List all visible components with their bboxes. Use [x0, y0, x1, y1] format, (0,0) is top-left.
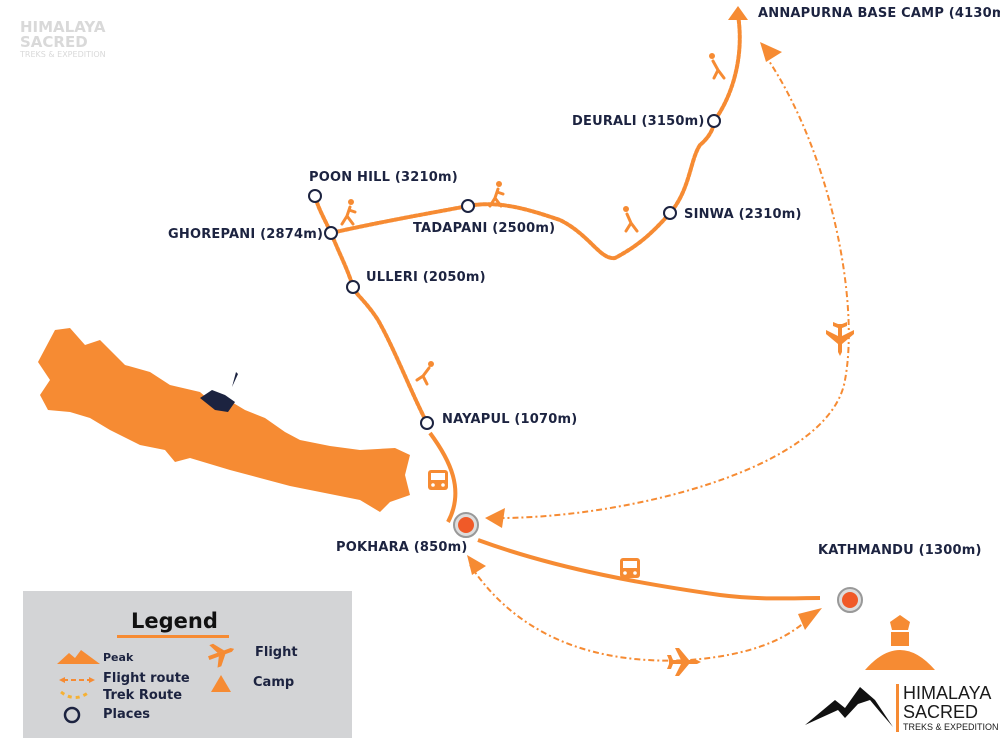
legend-label-camp: Camp: [253, 675, 295, 690]
legend-label-places: Places: [103, 707, 151, 722]
watermark-line1: HIMALAYA: [20, 18, 106, 36]
logo-line3: TREKS & EXPEDITION: [903, 722, 999, 732]
hiker-icon: [488, 181, 505, 208]
bus-icon: [428, 470, 448, 490]
hiker-icon: [340, 199, 357, 226]
label-poonhill: POON HILL (3210m): [309, 170, 458, 185]
camp-icon: [211, 675, 231, 692]
hiker-icon: [415, 361, 434, 386]
label-abc: ANNAPURNA BASE CAMP (4130m): [758, 6, 1000, 21]
place-marker-tadapani: [461, 199, 475, 213]
watermark-line3: TREKS & EXPEDITION: [20, 50, 106, 59]
place-marker-poonhill: [308, 189, 322, 203]
label-pokhara: POKHARA (850m): [336, 540, 468, 555]
nepal-map: [38, 328, 410, 512]
legend-label-flight: Flight: [255, 645, 298, 660]
place-marker-sinwa: [663, 206, 677, 220]
arrowhead-icon: [467, 555, 486, 575]
road-pokhara-kathmandu: [477, 538, 821, 601]
place-marker-deurali: [707, 114, 721, 128]
legend-label-flight-route: Flight route: [103, 671, 190, 686]
arrowhead-icon: [760, 42, 782, 62]
stupa-icon: [865, 615, 935, 670]
legend-underline: [117, 635, 229, 638]
airplane-icon: [826, 322, 854, 356]
place-marker-ghorepani: [324, 226, 338, 240]
watermark-line2: SACRED: [20, 33, 88, 51]
label-tadapani: TADAPANI (2500m): [413, 221, 556, 236]
legend: Legend Peak Flight route Trek Route Plac…: [23, 591, 352, 738]
place-marker-nayapul: [420, 416, 434, 430]
logo-line1: HIMALAYA: [903, 683, 992, 703]
hiker-icon: [623, 206, 639, 233]
airplane-icon: [667, 648, 701, 676]
place-circle-icon: [63, 706, 81, 724]
label-nayapul: NAYAPUL (1070m): [442, 412, 578, 427]
flight-route-kathmandu-abc: [489, 54, 850, 520]
label-ghorepani: GHOREPANI (2874m): [168, 227, 324, 242]
arrowhead-icon: [485, 508, 505, 528]
flight-route-icon: [59, 677, 95, 683]
legend-title: Legend: [131, 609, 218, 633]
label-ulleri: ULLERI (2050m): [366, 270, 486, 285]
region-highlight: [200, 390, 235, 412]
trek-route-icon: [60, 690, 90, 699]
legend-icons: [57, 643, 235, 724]
place-marker-ulleri: [346, 280, 360, 294]
airplane-icon: [208, 643, 235, 668]
brand-logo: HIMALAYA SACRED TREKS & EXPEDITION: [896, 684, 999, 732]
camp-icon: [728, 6, 748, 20]
peak-icon: [57, 650, 100, 664]
legend-label-trek-route: Trek Route: [103, 688, 183, 703]
region-pin: [232, 372, 238, 387]
bus-icon: [620, 558, 640, 578]
flight-route-pokhara-kathmandu: [469, 564, 816, 662]
arrowhead-icon: [798, 608, 822, 630]
logo-mountain-icon: [805, 687, 893, 727]
trek-route: [313, 13, 742, 425]
logo-line2: SACRED: [903, 702, 979, 722]
label-sinwa: SINWA (2310m): [684, 207, 802, 222]
hiker-icon: [709, 53, 726, 80]
legend-label-peak: Peak: [103, 651, 134, 664]
label-kathmandu: KATHMANDU (1300m): [818, 543, 982, 558]
label-deurali: DEURALI (3150m): [572, 114, 705, 129]
road-nayapul-pokhara: [428, 431, 458, 523]
